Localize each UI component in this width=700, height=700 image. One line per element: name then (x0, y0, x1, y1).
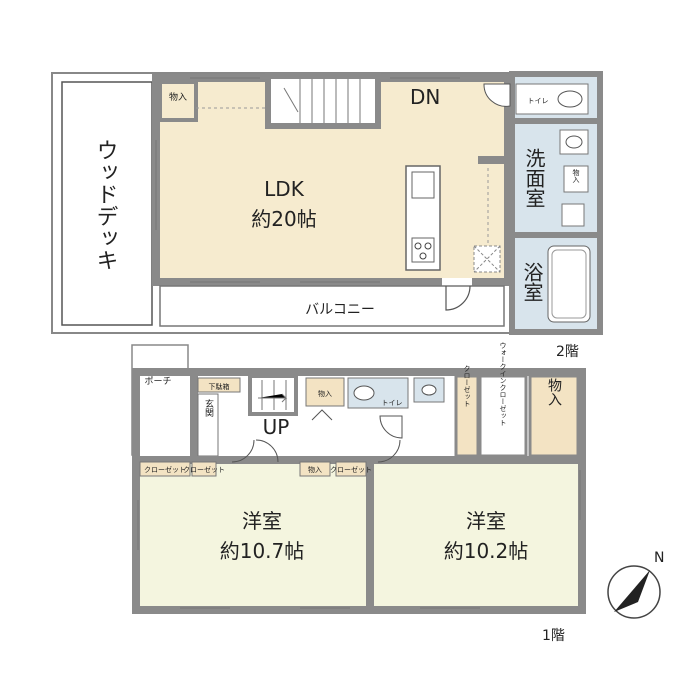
door-swing (377, 439, 401, 463)
closet-room2 (335, 461, 367, 477)
toilet-icon (353, 385, 375, 401)
closet-room1-label: クローゼット (144, 465, 186, 474)
closet-room1 (139, 461, 191, 477)
wall (136, 456, 582, 464)
bathtub-icon (547, 245, 591, 323)
door-swing (445, 285, 471, 311)
wall (472, 278, 512, 286)
floor-2: ウッドデッキ 物入 LDK 約20帖 DN トイレ 洗面室 物入 浴室 バルコニ… (51, 71, 603, 360)
room1-floor (140, 464, 366, 606)
room1-size-label: 約10.7帖 (220, 539, 305, 563)
washroom-label: 洗面室 (522, 148, 546, 208)
washbasin-icon (559, 129, 589, 155)
wall (478, 156, 506, 164)
room2-label: 洋室 (466, 509, 506, 533)
storage-small-2f (563, 165, 589, 193)
storage-hall-label: 物入 (318, 389, 332, 398)
stairs-1f (248, 374, 298, 416)
room2-size-label: 約10.2帖 (444, 539, 529, 563)
entrance-label: 玄関 (203, 398, 214, 418)
balcony (159, 285, 505, 327)
toilet-1f-label: トイレ (382, 399, 403, 407)
toilet-2f-label: トイレ (528, 97, 549, 105)
storage-hall (305, 377, 345, 407)
wood-deck-label: ウッドデッキ (93, 139, 118, 271)
storage-big (528, 374, 580, 458)
compass-needle-icon (614, 570, 650, 612)
storage-2f-label: 物入 (169, 91, 187, 103)
closet-room2-label: クローゼット (330, 465, 372, 474)
bath-label: 浴室 (520, 262, 544, 302)
storage-big-label: 物入 (546, 378, 562, 406)
storage-2f (158, 80, 198, 122)
shoe-box-label: 下駄箱 (209, 382, 230, 391)
closet-room1b (191, 461, 217, 477)
floor-1: ポーチ 下駄箱 玄関 物入 トイレ UP クローゼット ウォークインクローゼット… (131, 342, 586, 644)
compass-north-label: N (654, 550, 664, 566)
door-swing (483, 83, 511, 107)
compass: N (607, 550, 664, 619)
porch-label: ポーチ (144, 376, 171, 387)
wall (152, 278, 442, 286)
wall (504, 74, 512, 286)
walk-in-closet-label: ウォークインクローゼット (499, 342, 507, 426)
stove-icon (411, 237, 435, 263)
room1-label: 洋室 (242, 509, 282, 533)
floor1-label: 1階 (542, 628, 565, 644)
toilet-icon (557, 90, 583, 108)
wall (366, 456, 374, 610)
storage-small-2f-label: 物入 (572, 168, 580, 183)
door-swing (231, 439, 279, 463)
sink-icon (411, 171, 435, 199)
wood-deck (61, 81, 153, 326)
storage-mid (299, 461, 331, 477)
shoe-box (197, 377, 241, 393)
ldk-size-label: 約20帖 (251, 207, 316, 231)
room2-floor (374, 464, 578, 606)
stairs-2f (265, 73, 381, 129)
windows-1f (137, 470, 581, 609)
walk-in-closet (478, 374, 528, 458)
windows-2f (155, 77, 460, 283)
stairs-dn-label: DN (410, 85, 440, 109)
washer-icon (561, 203, 585, 227)
door-swing (379, 415, 403, 439)
ldk-label: LDK (264, 177, 305, 201)
closet-room1b-label: クローゼット (183, 465, 225, 474)
balcony-label: バルコニー (305, 302, 375, 318)
stair-treads (283, 79, 361, 123)
stairs-up-label: UP (263, 415, 290, 439)
floor2-label: 2階 (556, 344, 579, 360)
storage-mid-label: 物入 (308, 465, 322, 474)
closet-hall-label: クローゼット (463, 365, 471, 407)
